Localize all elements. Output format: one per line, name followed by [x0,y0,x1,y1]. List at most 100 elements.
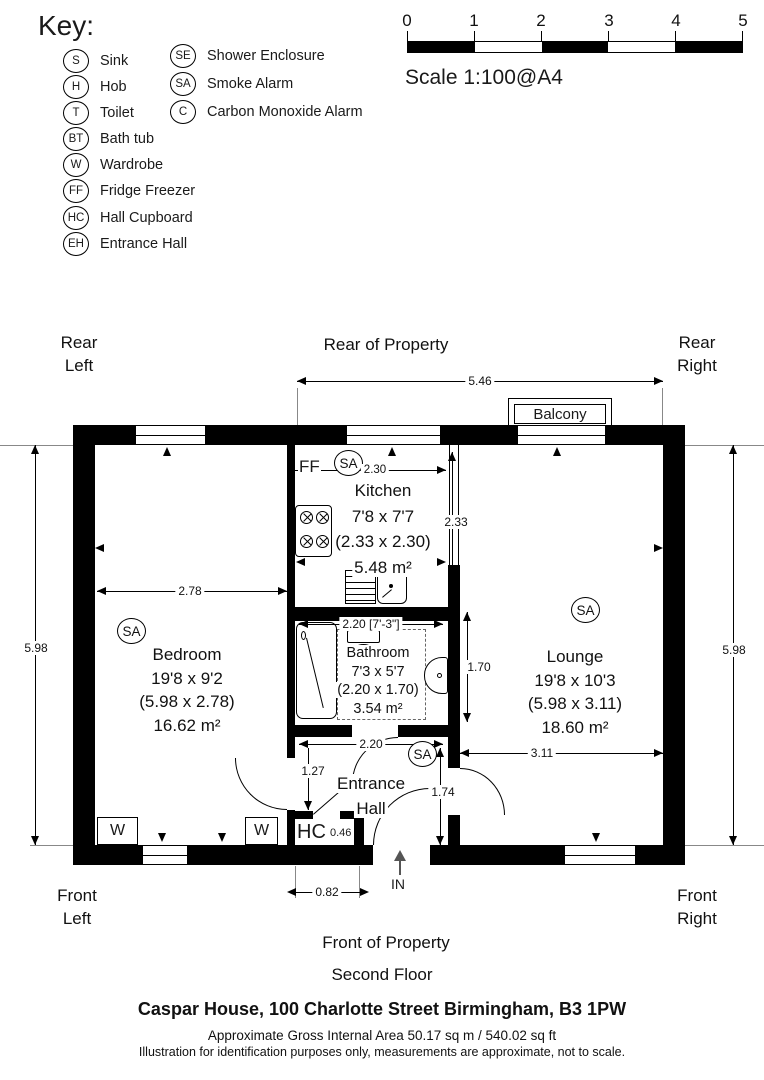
dim-label-lounge-width: 3.11 [527,746,557,760]
dim-label-right-height: 5.98 [719,643,749,657]
window-marker-arrow [158,833,166,842]
sink-tap-handle [382,589,392,598]
room-label-bathroom: Bathroom 7'3 x 5'7 (2.20 x 1.70) 3.54 m² [335,645,421,717]
scale-tickmark [608,31,609,41]
scale-bar-segment [675,42,742,52]
entrance-arrow-stem [399,860,401,875]
dim-arrow [436,836,444,845]
window-bedroom-front [143,845,187,865]
fridge-freezer-label: FF [298,457,321,477]
key-abbr-smoke-alarm: SA [170,72,196,96]
smoke-alarm-hall: SA [408,741,437,767]
key-abbr-sink: S [63,49,89,73]
room-label-lounge: Lounge 19'8 x 10'3 (5.98 x 3.11) 18.60 m… [525,647,625,737]
hc-depth-label: 0.46 [330,827,352,839]
wall-top [205,425,347,445]
balcony-label: Balcony [514,404,606,424]
dim-label-kitchen-depth: 2.33 [441,515,471,529]
scale-tick-2: 2 [536,11,546,30]
door-arc-bedroom [235,758,287,810]
dim-extension [297,388,298,425]
dim-extension [359,866,360,898]
key-abbr-bathtub: BT [63,127,89,151]
wall-left [73,425,95,865]
key-label-hall-cupboard: Hall Cupboard [100,210,193,226]
sink-tap [389,584,393,588]
wall-bottom [430,845,565,865]
wall-right [663,425,685,865]
key-abbr-hall-cupboard: HC [63,206,89,230]
bathroom-basin [424,657,448,694]
dim-arrow [304,801,312,810]
key-label-toilet: Toilet [100,105,134,121]
scale-bar-segment [541,42,609,52]
window-marker-arrow [163,447,171,456]
wardrobe-left: W [97,817,138,845]
dim-arrow [463,713,471,722]
key-label-smoke-alarm: Smoke Alarm [207,76,294,92]
wall-marker-arrow [654,544,663,552]
window-kitchen-rear [347,425,440,445]
orientation-front-left: Front Left [57,886,97,928]
wardrobe-right: W [245,817,278,845]
wall-bedroom-divider [287,810,295,845]
scale-tick-0: 0 [402,11,412,30]
key-abbr-toilet: T [63,101,89,125]
key-label-bathtub: Bath tub [100,131,155,147]
dim-line-hall-left [308,748,309,810]
key-abbr-hob: H [63,75,89,99]
dim-label-bedroom-width: 2.78 [175,584,205,598]
scale-bar [407,41,743,53]
shower-head [301,631,306,640]
dim-label-hall-left: 1.27 [298,764,328,778]
wall-top [73,425,136,445]
dim-arrow [31,836,39,845]
wall-marker-arrow [296,558,305,566]
key-abbr-fridge-freezer: FF [63,179,89,203]
hob-burner [300,535,313,548]
dim-line-lounge-width [460,753,663,754]
window-balcony-door [518,425,605,445]
dim-label-hall-width: 2.20 [356,737,386,751]
scale-tick-3: 3 [604,11,614,30]
window-marker-arrow [592,833,600,842]
wall-hc [340,811,354,819]
scale-tick-1: 1 [469,11,479,30]
dim-extension [685,845,764,846]
scale-tickmark [541,31,542,41]
dim-arrow [654,749,663,757]
dim-arrow [437,466,446,474]
floor-title: Second Floor [331,965,433,984]
orientation-rear-right: Rear Right [677,333,717,375]
scale-caption: Scale 1:100@A4 [405,66,563,89]
hob-burner [300,511,313,524]
window-marker-arrow [388,447,396,456]
wall-marker-arrow [95,544,104,552]
dim-arrow [729,836,737,845]
shower-enclosure [296,622,337,719]
key-abbr-shower-enclosure: SE [170,44,196,68]
orientation-rear-center: Rear of Property [323,335,449,354]
window-marker-arrow [218,833,226,842]
wall-hall-lounge [448,565,460,768]
dim-arrow [287,888,296,896]
address-line: Caspar House, 100 Charlotte Street Birmi… [137,999,627,1019]
wall-bathroom-hall [398,725,460,737]
dim-extension [295,866,296,898]
dim-label-bathroom-depth: 1.70 [464,660,494,674]
room-label-kitchen: Kitchen 7'8 x 7'7 (2.33 x 2.30) 5.48 m² [333,481,433,577]
key-abbr-co-alarm: C [170,100,196,124]
dim-label-door-width: 0.82 [312,885,342,899]
scale-tick-5: 5 [738,11,748,30]
dim-arrow [278,587,287,595]
key-label-shower-enclosure: Shower Enclosure [207,48,325,64]
dim-label-bathroom-width: 2.20 [7'-3"] [339,617,403,631]
wall-hall-lounge [448,815,460,845]
dim-arrow [448,593,456,602]
room-label-entrance-hall: Entrance Hall [334,774,408,818]
scale-tick-4: 4 [671,11,681,30]
dim-extension [662,388,663,425]
basin-plug [437,673,442,678]
room-label-bedroom: Bedroom 19'8 x 9'2 (5.98 x 2.78) 16.62 m… [137,645,237,735]
key-label-fridge-freezer: Fridge Freezer [100,183,196,199]
